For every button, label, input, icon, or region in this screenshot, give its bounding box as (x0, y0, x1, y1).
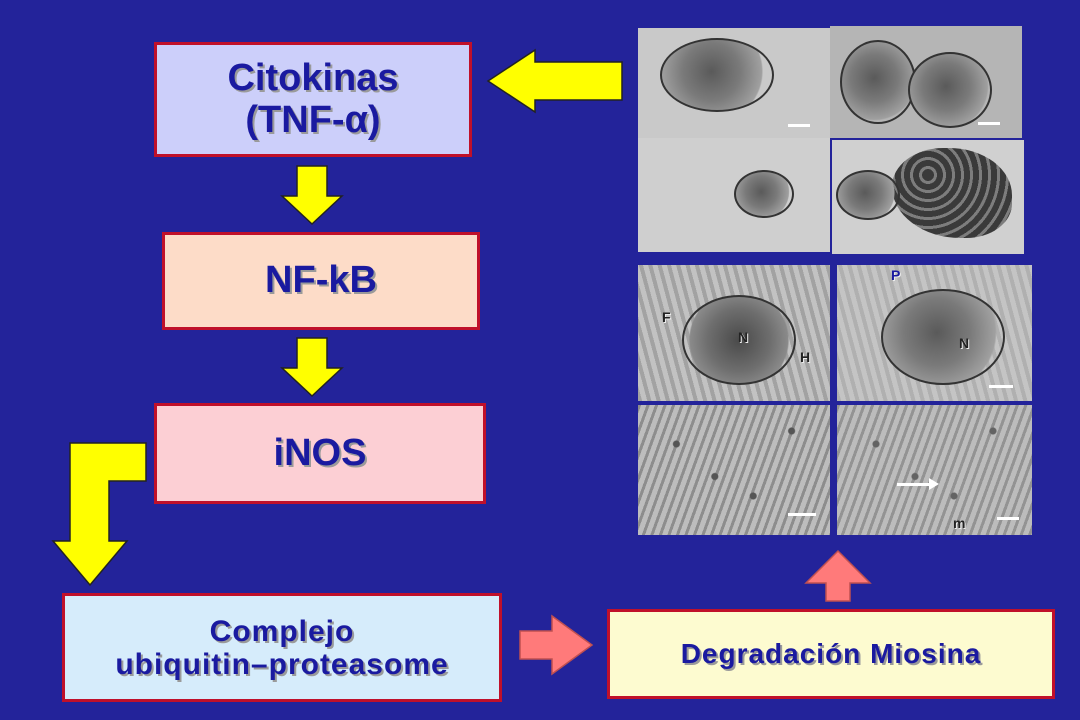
cell-shape (734, 170, 794, 218)
cell-shape (840, 40, 916, 124)
nucleus-shape (881, 289, 1005, 385)
label-h: H (800, 349, 811, 365)
texture (837, 405, 1032, 535)
micrograph-bottom-4: m (837, 405, 1032, 535)
label-p: P (891, 267, 901, 283)
tnf-alpha-label: (TNF-α) (245, 98, 381, 141)
citokinas-box: Citokinas (TNF-α) (154, 42, 472, 157)
arrow-citokinas-to-nfkb (280, 165, 344, 226)
complejo-box: Complejo ubiquitin–proteasome (62, 593, 502, 702)
cell-shape (908, 52, 992, 128)
inos-label: iNOS (273, 431, 367, 474)
scale-bar (989, 385, 1013, 388)
cell-shape (660, 38, 774, 112)
arrow-nfkb-to-inos (280, 337, 344, 398)
arrow-to-citokinas (486, 48, 623, 114)
scale-bar (788, 124, 810, 127)
label-m: m (953, 515, 966, 531)
inos-box: iNOS (154, 403, 486, 504)
label-n: N (738, 329, 749, 345)
micrograph-bottom-2: P N (837, 265, 1032, 401)
label-f: F (662, 309, 671, 325)
scale-bar (997, 517, 1019, 520)
micrograph-mid-left (638, 138, 830, 252)
white-arrow (897, 483, 933, 486)
arrow-inos-to-complejo (51, 442, 147, 587)
nfkb-box: NF-kB (162, 232, 480, 330)
nucleus-shape (682, 295, 796, 385)
white-arrow-head (929, 478, 939, 490)
scale-bar (978, 122, 1000, 125)
cell-shape (836, 170, 900, 220)
micrograph-mid-right (832, 140, 1024, 254)
arrow-complejo-to-degradacion (519, 614, 594, 676)
micrograph-bottom-3 (638, 405, 830, 535)
label-n: N (959, 335, 970, 351)
ubiquitin-proteasome-label: ubiquitin–proteasome (115, 647, 449, 681)
micrograph-bottom-1: F N H (638, 265, 830, 401)
arrow-degradacion-to-micrographs (804, 549, 872, 602)
degradacion-label: Degradación Miosina (680, 637, 982, 669)
micrograph-top-right (830, 26, 1022, 138)
granule-cluster (892, 148, 1012, 238)
citokinas-label: Citokinas (227, 56, 399, 99)
nfkb-label: NF-kB (265, 259, 377, 302)
complejo-label: Complejo (209, 614, 355, 648)
scale-bar (788, 513, 816, 516)
micrograph-top-left (638, 28, 830, 138)
degradacion-box: Degradación Miosina (607, 609, 1055, 699)
